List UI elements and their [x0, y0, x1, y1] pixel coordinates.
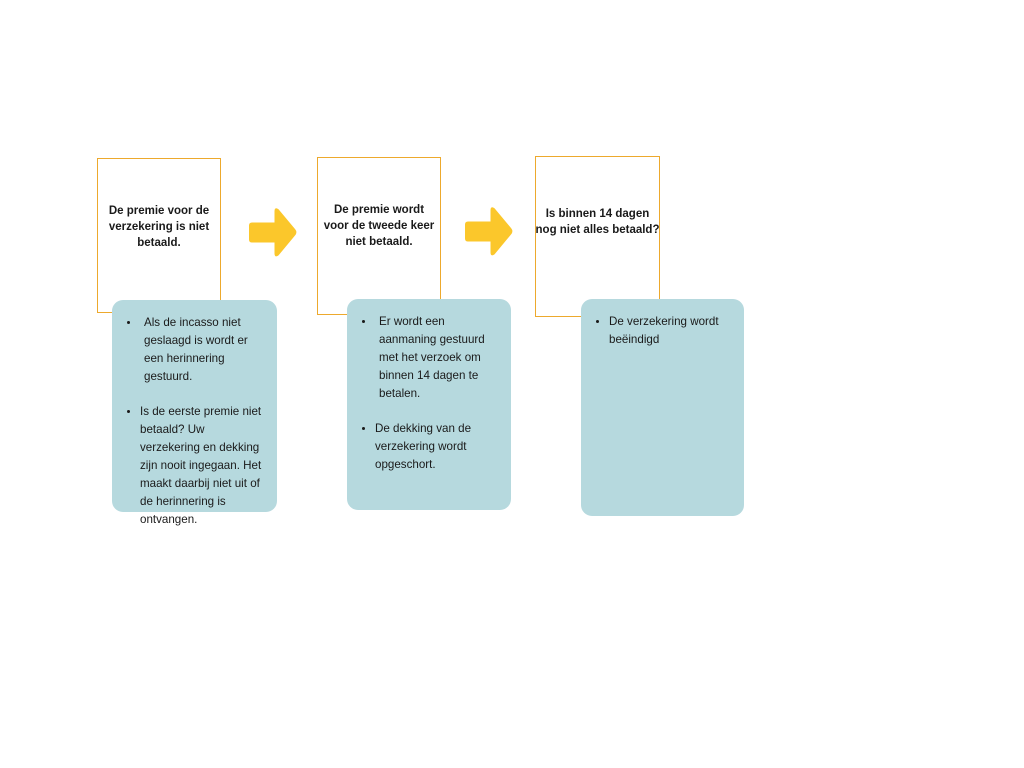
detail-list-3: De verzekering wordt beëindigd	[581, 299, 744, 349]
bullet-icon	[127, 409, 130, 413]
list-item-text: Als de incasso niet geslaagd is wordt er…	[144, 316, 248, 383]
list-item: De dekking van de verzekering wordt opge…	[357, 420, 499, 474]
list-item: Als de incasso niet geslaagd is wordt er…	[122, 314, 265, 386]
detail-list-1: Als de incasso niet geslaagd is wordt er…	[112, 300, 277, 529]
bullet-icon	[596, 320, 599, 323]
detail-panel-1: Als de incasso niet geslaagd is wordt er…	[112, 300, 277, 526]
detail-panel-2: Er wordt een aanmaning gestuurd met het …	[347, 299, 511, 510]
bullet-icon	[127, 321, 130, 324]
list-item-text: Er wordt een aanmaning gestuurd met het …	[379, 315, 485, 400]
right-arrow-icon	[246, 204, 298, 262]
list-item: Er wordt een aanmaning gestuurd met het …	[357, 313, 499, 403]
bullet-icon	[362, 426, 365, 430]
list-item-text: Is de eerste premie niet betaald? Uw ver…	[140, 404, 262, 526]
right-arrow-icon	[462, 203, 514, 261]
detail-panel-3: De verzekering wordt beëindigd	[581, 299, 744, 516]
bullet-icon	[362, 320, 365, 323]
list-item-text: De verzekering wordt beëindigd	[609, 315, 719, 346]
list-item: De verzekering wordt beëindigd	[591, 313, 732, 349]
list-item-text: De dekking van de verzekering wordt opge…	[375, 421, 472, 471]
list-item: Is de eerste premie niet betaald? Uw ver…	[122, 403, 265, 529]
detail-list-2: Er wordt een aanmaning gestuurd met het …	[347, 299, 511, 474]
